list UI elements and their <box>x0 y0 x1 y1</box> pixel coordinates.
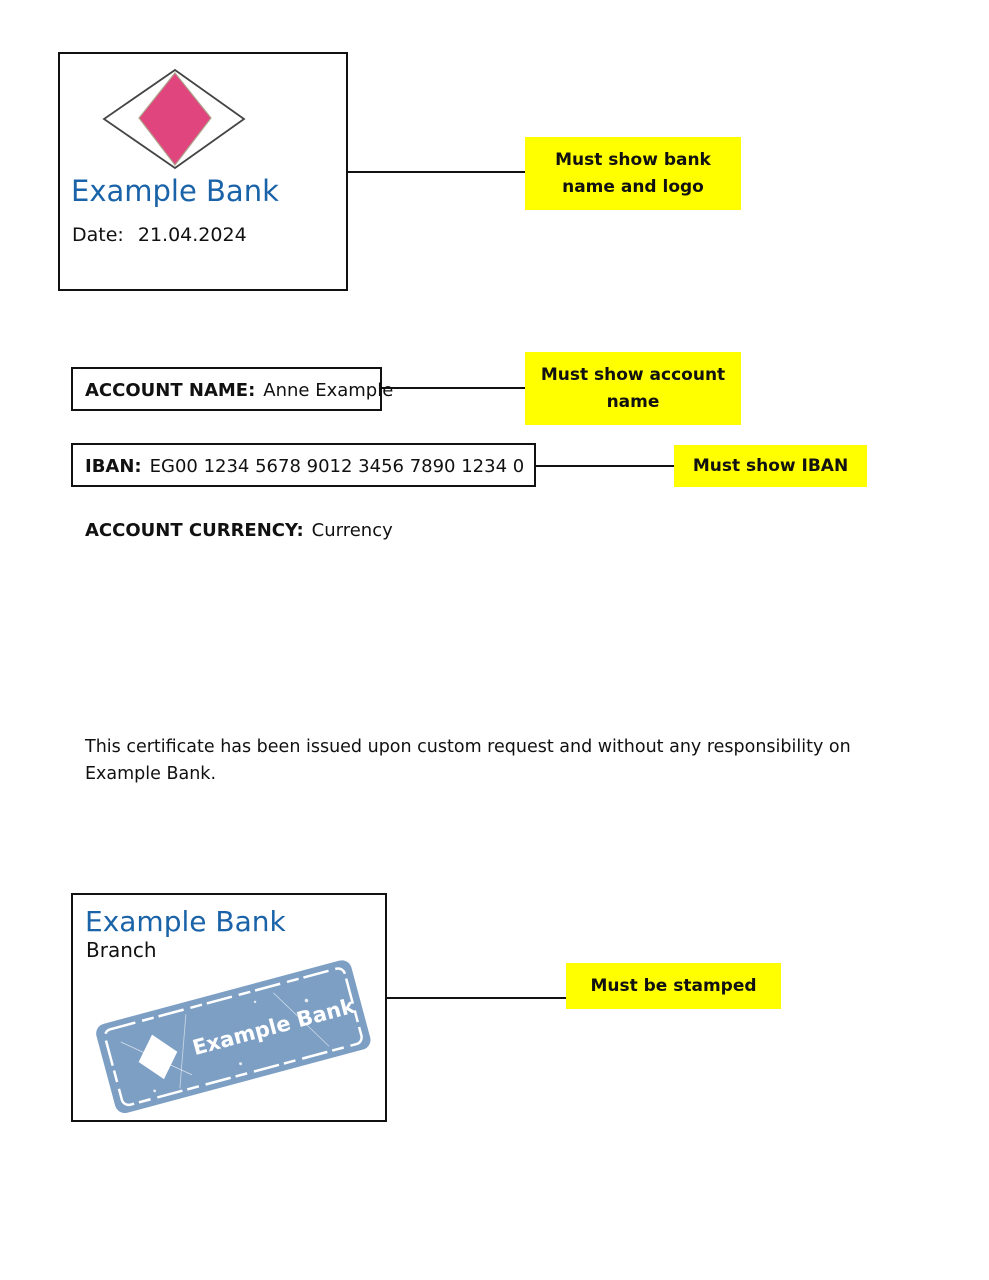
iban-label: IBAN: <box>85 456 142 477</box>
annotation-account-name: Must show account name <box>525 352 741 425</box>
iban-box: IBAN: EG00 1234 5678 9012 3456 7890 1234 … <box>71 443 536 487</box>
account-name-box: ACCOUNT NAME: Anne Example <box>71 367 393 411</box>
bank-stamp-icon: Example Bank <box>96 960 371 1113</box>
bank-name: Example Bank <box>71 174 279 208</box>
account-name-value: Anne Example <box>263 380 394 401</box>
account-currency-label: ACCOUNT CURRENCY: <box>85 520 304 541</box>
account-name-label: ACCOUNT NAME: <box>85 380 256 401</box>
date-value: 21.04.2024 <box>137 224 247 246</box>
account-currency-line: ACCOUNT CURRENCY: Currency <box>85 520 393 541</box>
iban-line: IBAN: EG00 1234 5678 9012 3456 7890 1234 … <box>85 456 524 477</box>
bank-logo-icon <box>102 68 246 170</box>
stamp-box: Example Bank Branch Example Bank <box>71 893 387 1122</box>
annotation-stamped: Must be stamped <box>566 963 781 1009</box>
connector-iban <box>536 465 674 467</box>
annotation-iban: Must show IBAN <box>674 445 867 487</box>
iban-value: EG00 1234 5678 9012 3456 7890 1234 0 <box>149 456 525 477</box>
connector-header <box>348 171 525 173</box>
stamp-box-bank-name: Example Bank <box>85 905 286 938</box>
date-line: Date: 21.04.2024 <box>72 224 247 246</box>
disclaimer-text: This certificate has been issued upon cu… <box>85 737 851 784</box>
account-currency-value: Currency <box>311 520 393 541</box>
bank-header-box: Example Bank Date: 21.04.2024 <box>58 52 348 291</box>
connector-account-name <box>382 387 525 389</box>
account-name-line: ACCOUNT NAME: Anne Example <box>85 380 393 401</box>
connector-stamp <box>387 997 566 999</box>
date-label: Date: <box>72 224 124 246</box>
annotation-bank-name-logo: Must show bank name and logo <box>525 137 741 210</box>
stamp-box-branch: Branch <box>86 938 157 962</box>
